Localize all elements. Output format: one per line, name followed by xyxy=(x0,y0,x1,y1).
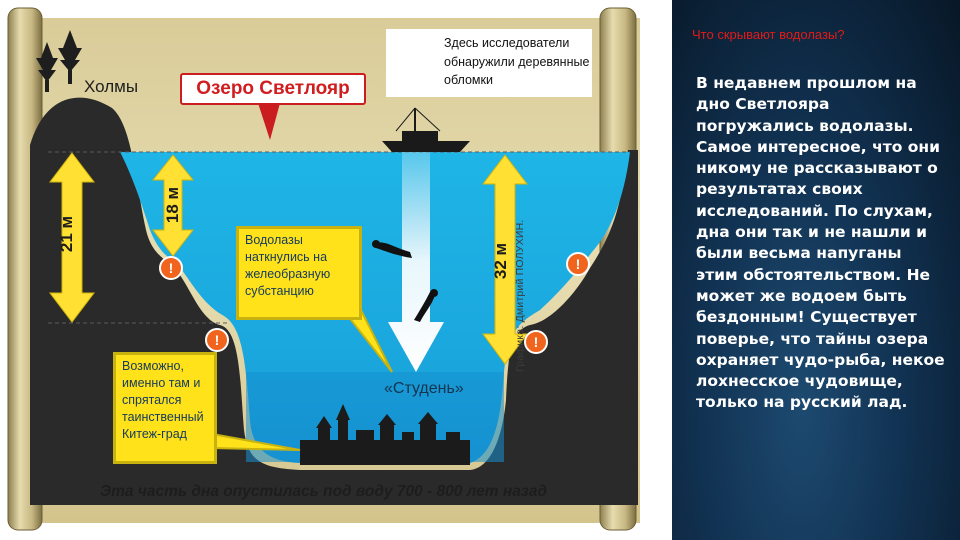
hills-label: Холмы xyxy=(84,77,139,96)
descent-arrow xyxy=(388,152,444,372)
hill-trees xyxy=(36,30,82,92)
kitezh-note: Возможно, именно там и спрятался таинств… xyxy=(113,352,217,464)
depth-arrow-32 xyxy=(481,154,529,365)
diver-silhouettes xyxy=(372,240,438,322)
depth-arrow-18 xyxy=(151,154,195,257)
warning-glyph-left-upper: ! xyxy=(169,260,174,276)
warning-glyph-left-lower: ! xyxy=(215,332,220,348)
depth-label-32: 32 м xyxy=(491,242,510,280)
depth-label-21: 21 м xyxy=(57,215,76,253)
lake-title: Озеро Светлояр xyxy=(180,73,366,105)
divers-note: Водолазы наткнулись на желеобразную субс… xyxy=(236,226,362,320)
bottom-caption: Эта часть дна опустилась под воду 700 - … xyxy=(100,483,547,500)
lake-title-pointer xyxy=(258,103,280,140)
research-boat xyxy=(382,107,470,152)
debris-note-box xyxy=(386,29,592,97)
warning-glyph-right-lower: ! xyxy=(534,334,539,350)
depth-arrows xyxy=(48,152,529,365)
depth-arrow-21 xyxy=(48,152,96,323)
kitezh-silhouette xyxy=(300,404,470,465)
debris-note: Здесь исследователи обнаружили деревянны… xyxy=(444,36,590,87)
warning-glyph-right-upper: ! xyxy=(576,256,581,272)
panel-body: В недавнем прошлом на дно Светлояра погр… xyxy=(696,74,945,412)
panel-title: Что скрывают водолазы? xyxy=(692,27,845,42)
jelly-label: «Студень» xyxy=(384,380,464,397)
depth-label-18: 18 м xyxy=(163,186,182,224)
graphics-credit: Графика: Дмитрий ПОЛУХИН. xyxy=(514,219,526,372)
text-panel xyxy=(672,0,960,540)
